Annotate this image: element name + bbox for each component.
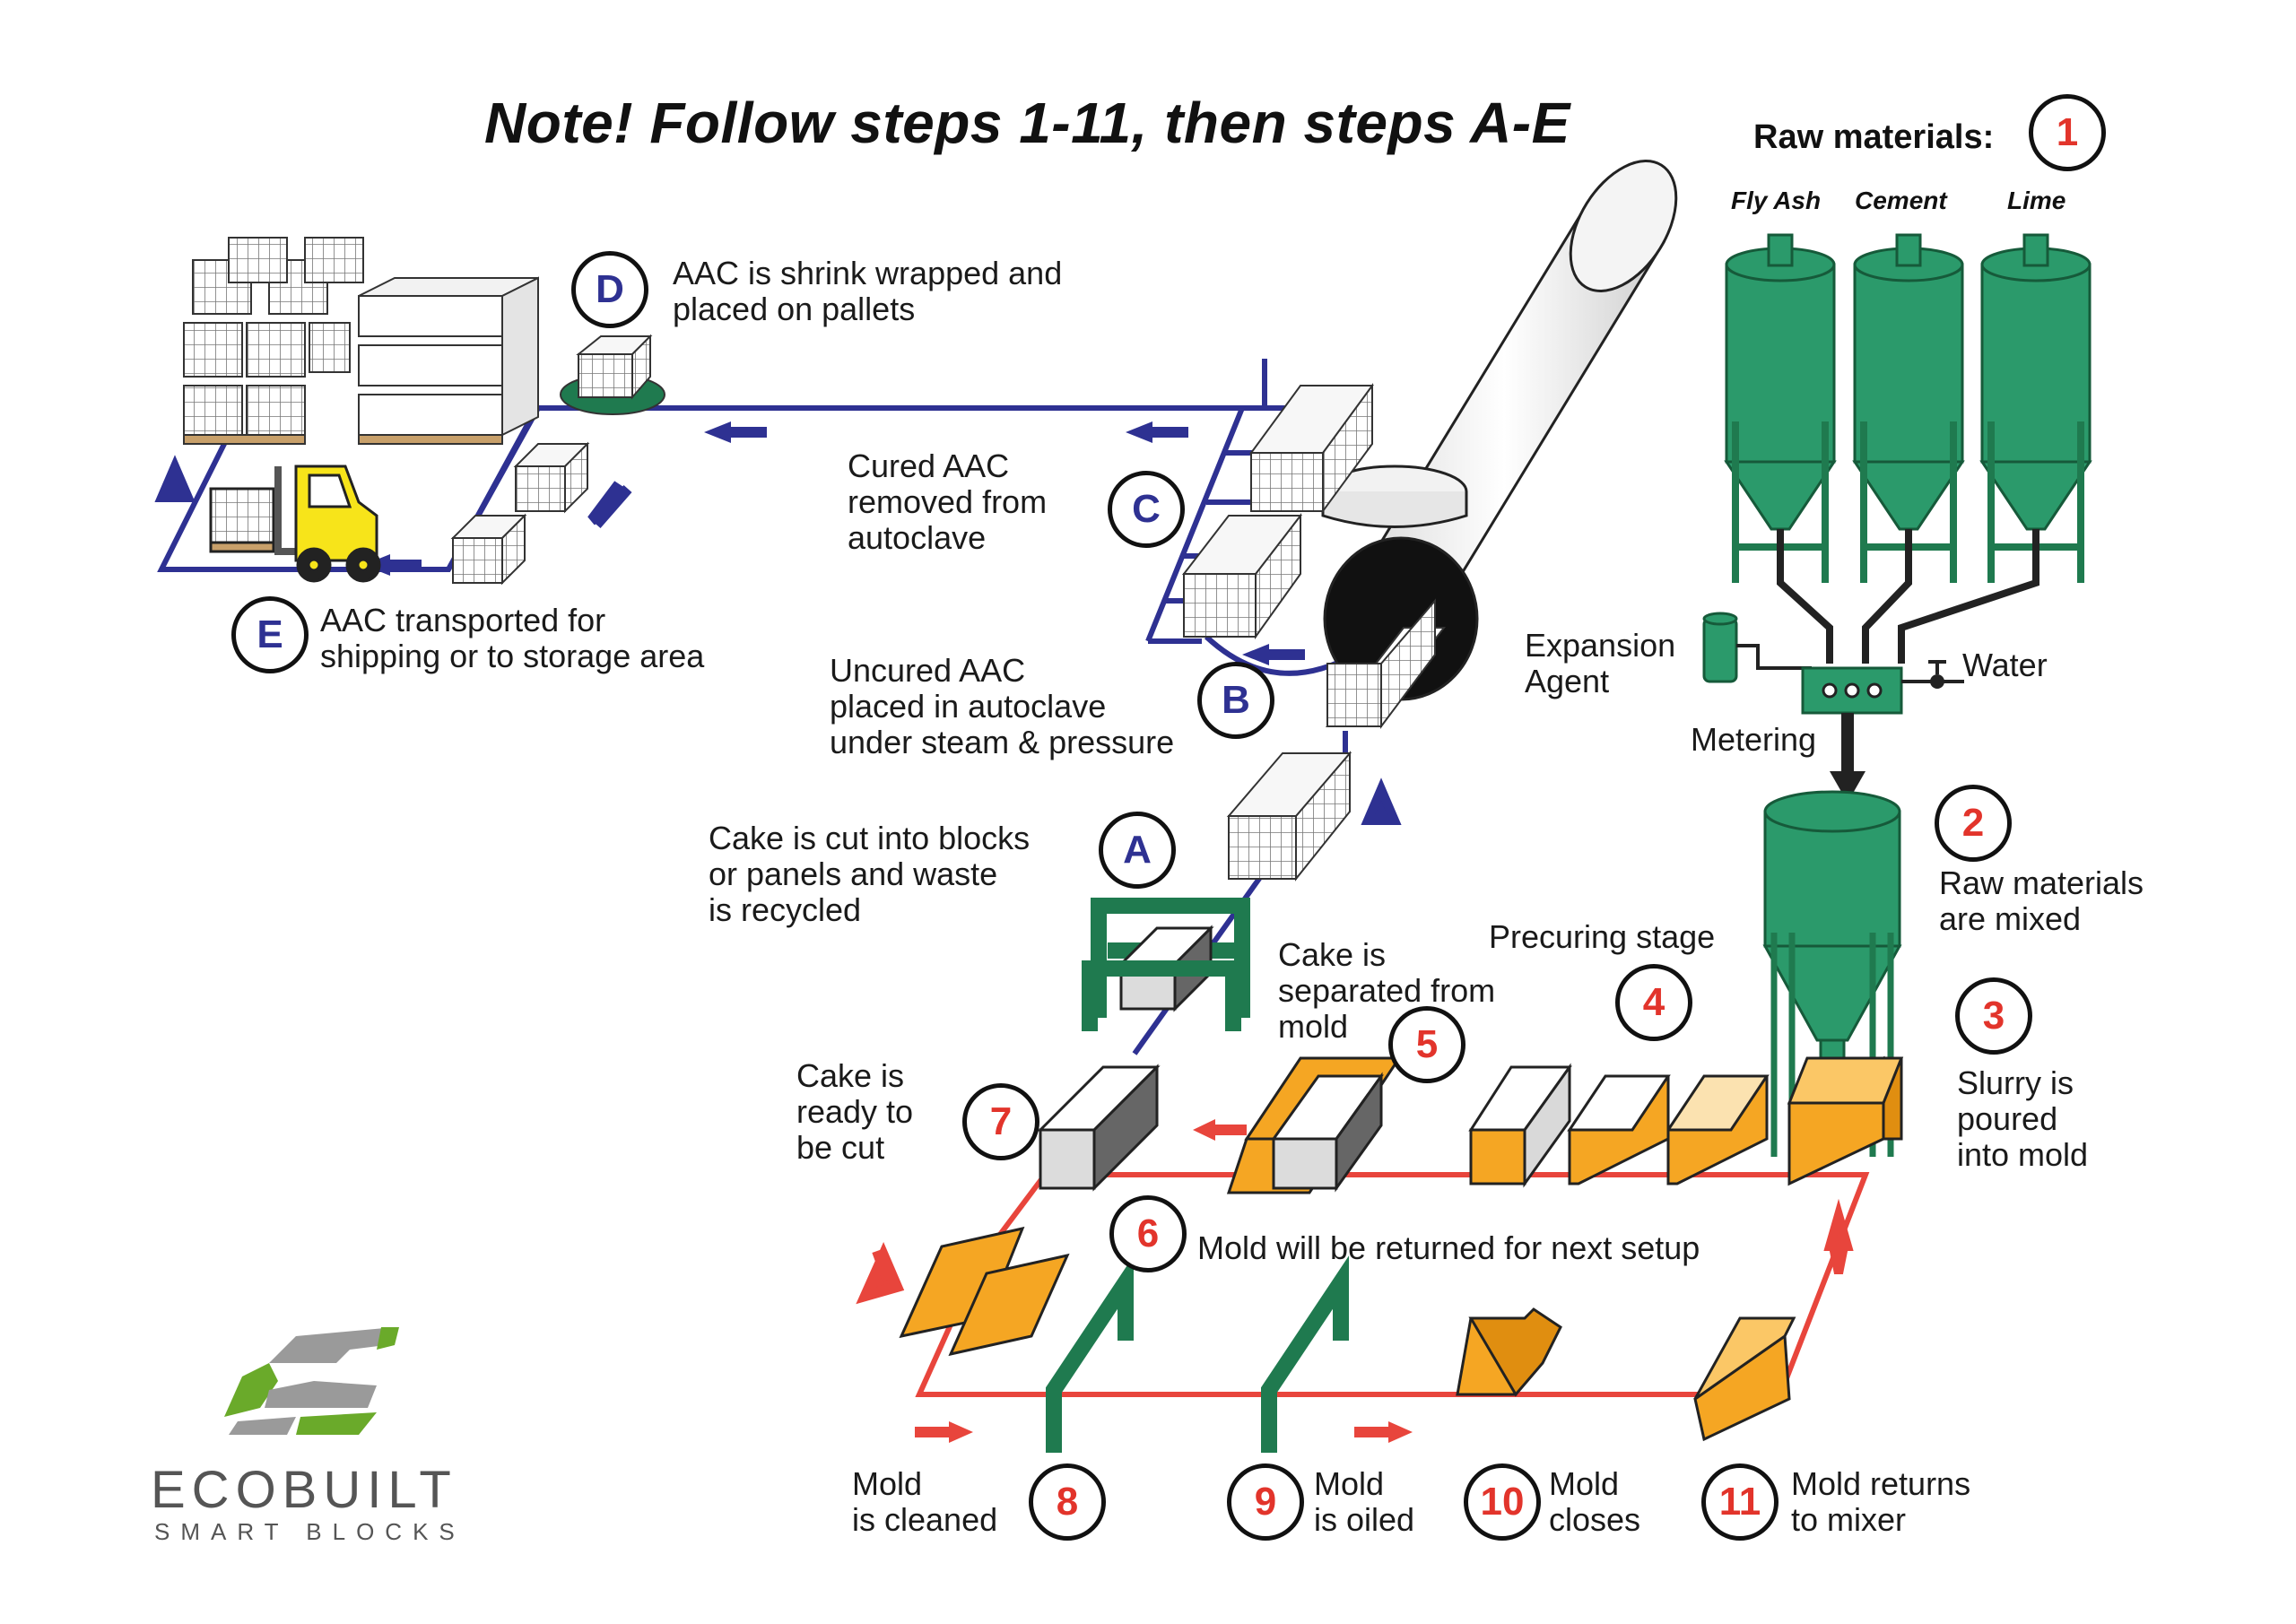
frame-cleaning xyxy=(1046,1255,1134,1453)
arrow-down-blue xyxy=(587,481,632,528)
arrow-down-left-red xyxy=(856,1242,905,1305)
step-d-badge: D xyxy=(571,251,648,328)
step-5-badge: 5 xyxy=(1388,1006,1465,1083)
logo-name: ECOBUILT xyxy=(151,1461,457,1519)
mold-separated xyxy=(1226,1056,1402,1194)
silo-feed-pipes xyxy=(1777,529,2039,664)
arrow-up-blue-1 xyxy=(1361,777,1402,825)
step-c-badge: C xyxy=(1108,471,1185,548)
metering-unit xyxy=(1702,612,1964,803)
logo-tagline: SMART BLOCKS xyxy=(154,1518,465,1545)
metering-label: Metering xyxy=(1691,721,1817,758)
stack-transit-2 xyxy=(450,513,527,586)
mold-precure-2 xyxy=(1567,1074,1671,1185)
step-7-badge: 7 xyxy=(962,1083,1039,1160)
stack-cured-2 xyxy=(1181,513,1303,640)
step-a-badge: A xyxy=(1099,812,1176,889)
molds-precure xyxy=(1037,1055,1904,1194)
precuring-label: Precuring stage xyxy=(1489,918,1716,955)
stack-transit-1 xyxy=(513,441,590,514)
silo-fly-ash xyxy=(1724,233,1837,583)
arrow-left-blue-2 xyxy=(704,421,767,443)
cake-ready xyxy=(1037,1064,1161,1192)
molds-return xyxy=(899,1226,1796,1442)
mold-precure-3 xyxy=(1468,1063,1572,1188)
silo-lime xyxy=(1979,233,2092,583)
station-frames xyxy=(1046,1255,1349,1453)
step-10-badge: 10 xyxy=(1464,1463,1541,1541)
arrow-left-red xyxy=(1193,1119,1247,1141)
autoclave xyxy=(1321,160,1678,701)
stack-pallet-d xyxy=(560,334,665,415)
step-2-badge: 2 xyxy=(1935,785,2012,862)
step-1-badge: 1 xyxy=(2029,94,2106,171)
arrow-right-red-2 xyxy=(1354,1421,1413,1443)
silo-label-cement: Cement xyxy=(1855,187,1947,214)
cutting-station xyxy=(1082,898,1250,1031)
mold-pour xyxy=(1787,1055,1904,1186)
mold-opened xyxy=(899,1226,1025,1339)
flow-arrows xyxy=(154,421,1854,1443)
header-note: Note! Follow steps 1-11, then steps A-E xyxy=(484,91,1570,155)
storage-area xyxy=(183,237,539,445)
silo-label-lime: Lime xyxy=(2007,187,2066,214)
step-9-badge: 9 xyxy=(1227,1463,1304,1541)
water-label: Water xyxy=(1962,647,2048,683)
stack-cured-1 xyxy=(1249,382,1374,515)
frame-oiling xyxy=(1261,1255,1349,1453)
block-stacks xyxy=(183,237,1447,881)
arrow-left-blue-3 xyxy=(1242,644,1305,665)
step-8-badge: 8 xyxy=(1029,1463,1106,1541)
step-11-badge: 11 xyxy=(1701,1463,1779,1541)
arrow-right-red-1 xyxy=(915,1421,973,1443)
step-e-badge: E xyxy=(231,596,309,673)
mold-precure-1 xyxy=(1665,1074,1770,1185)
ecobuilt-logo-mark xyxy=(224,1327,399,1435)
raw-materials-label: Raw materials: xyxy=(1753,118,1995,156)
step-3-badge: 3 xyxy=(1955,977,2032,1055)
arrow-up-red xyxy=(1823,1198,1854,1274)
returned-label: Mold will be returned for next setup xyxy=(1197,1229,1700,1266)
silos xyxy=(1724,233,2092,664)
arrow-up-blue-2 xyxy=(154,455,196,502)
step-4-badge: 4 xyxy=(1615,964,1692,1041)
stack-after-cut xyxy=(1226,751,1352,881)
arrow-left-blue-1 xyxy=(1126,421,1188,443)
forklift xyxy=(209,465,381,583)
stack-entering xyxy=(1325,598,1447,729)
step-b-badge: B xyxy=(1197,662,1274,739)
silo-cement xyxy=(1852,233,1965,583)
step-6-badge: 6 xyxy=(1109,1195,1187,1272)
silo-label-fly-ash: Fly Ash xyxy=(1731,187,1822,214)
